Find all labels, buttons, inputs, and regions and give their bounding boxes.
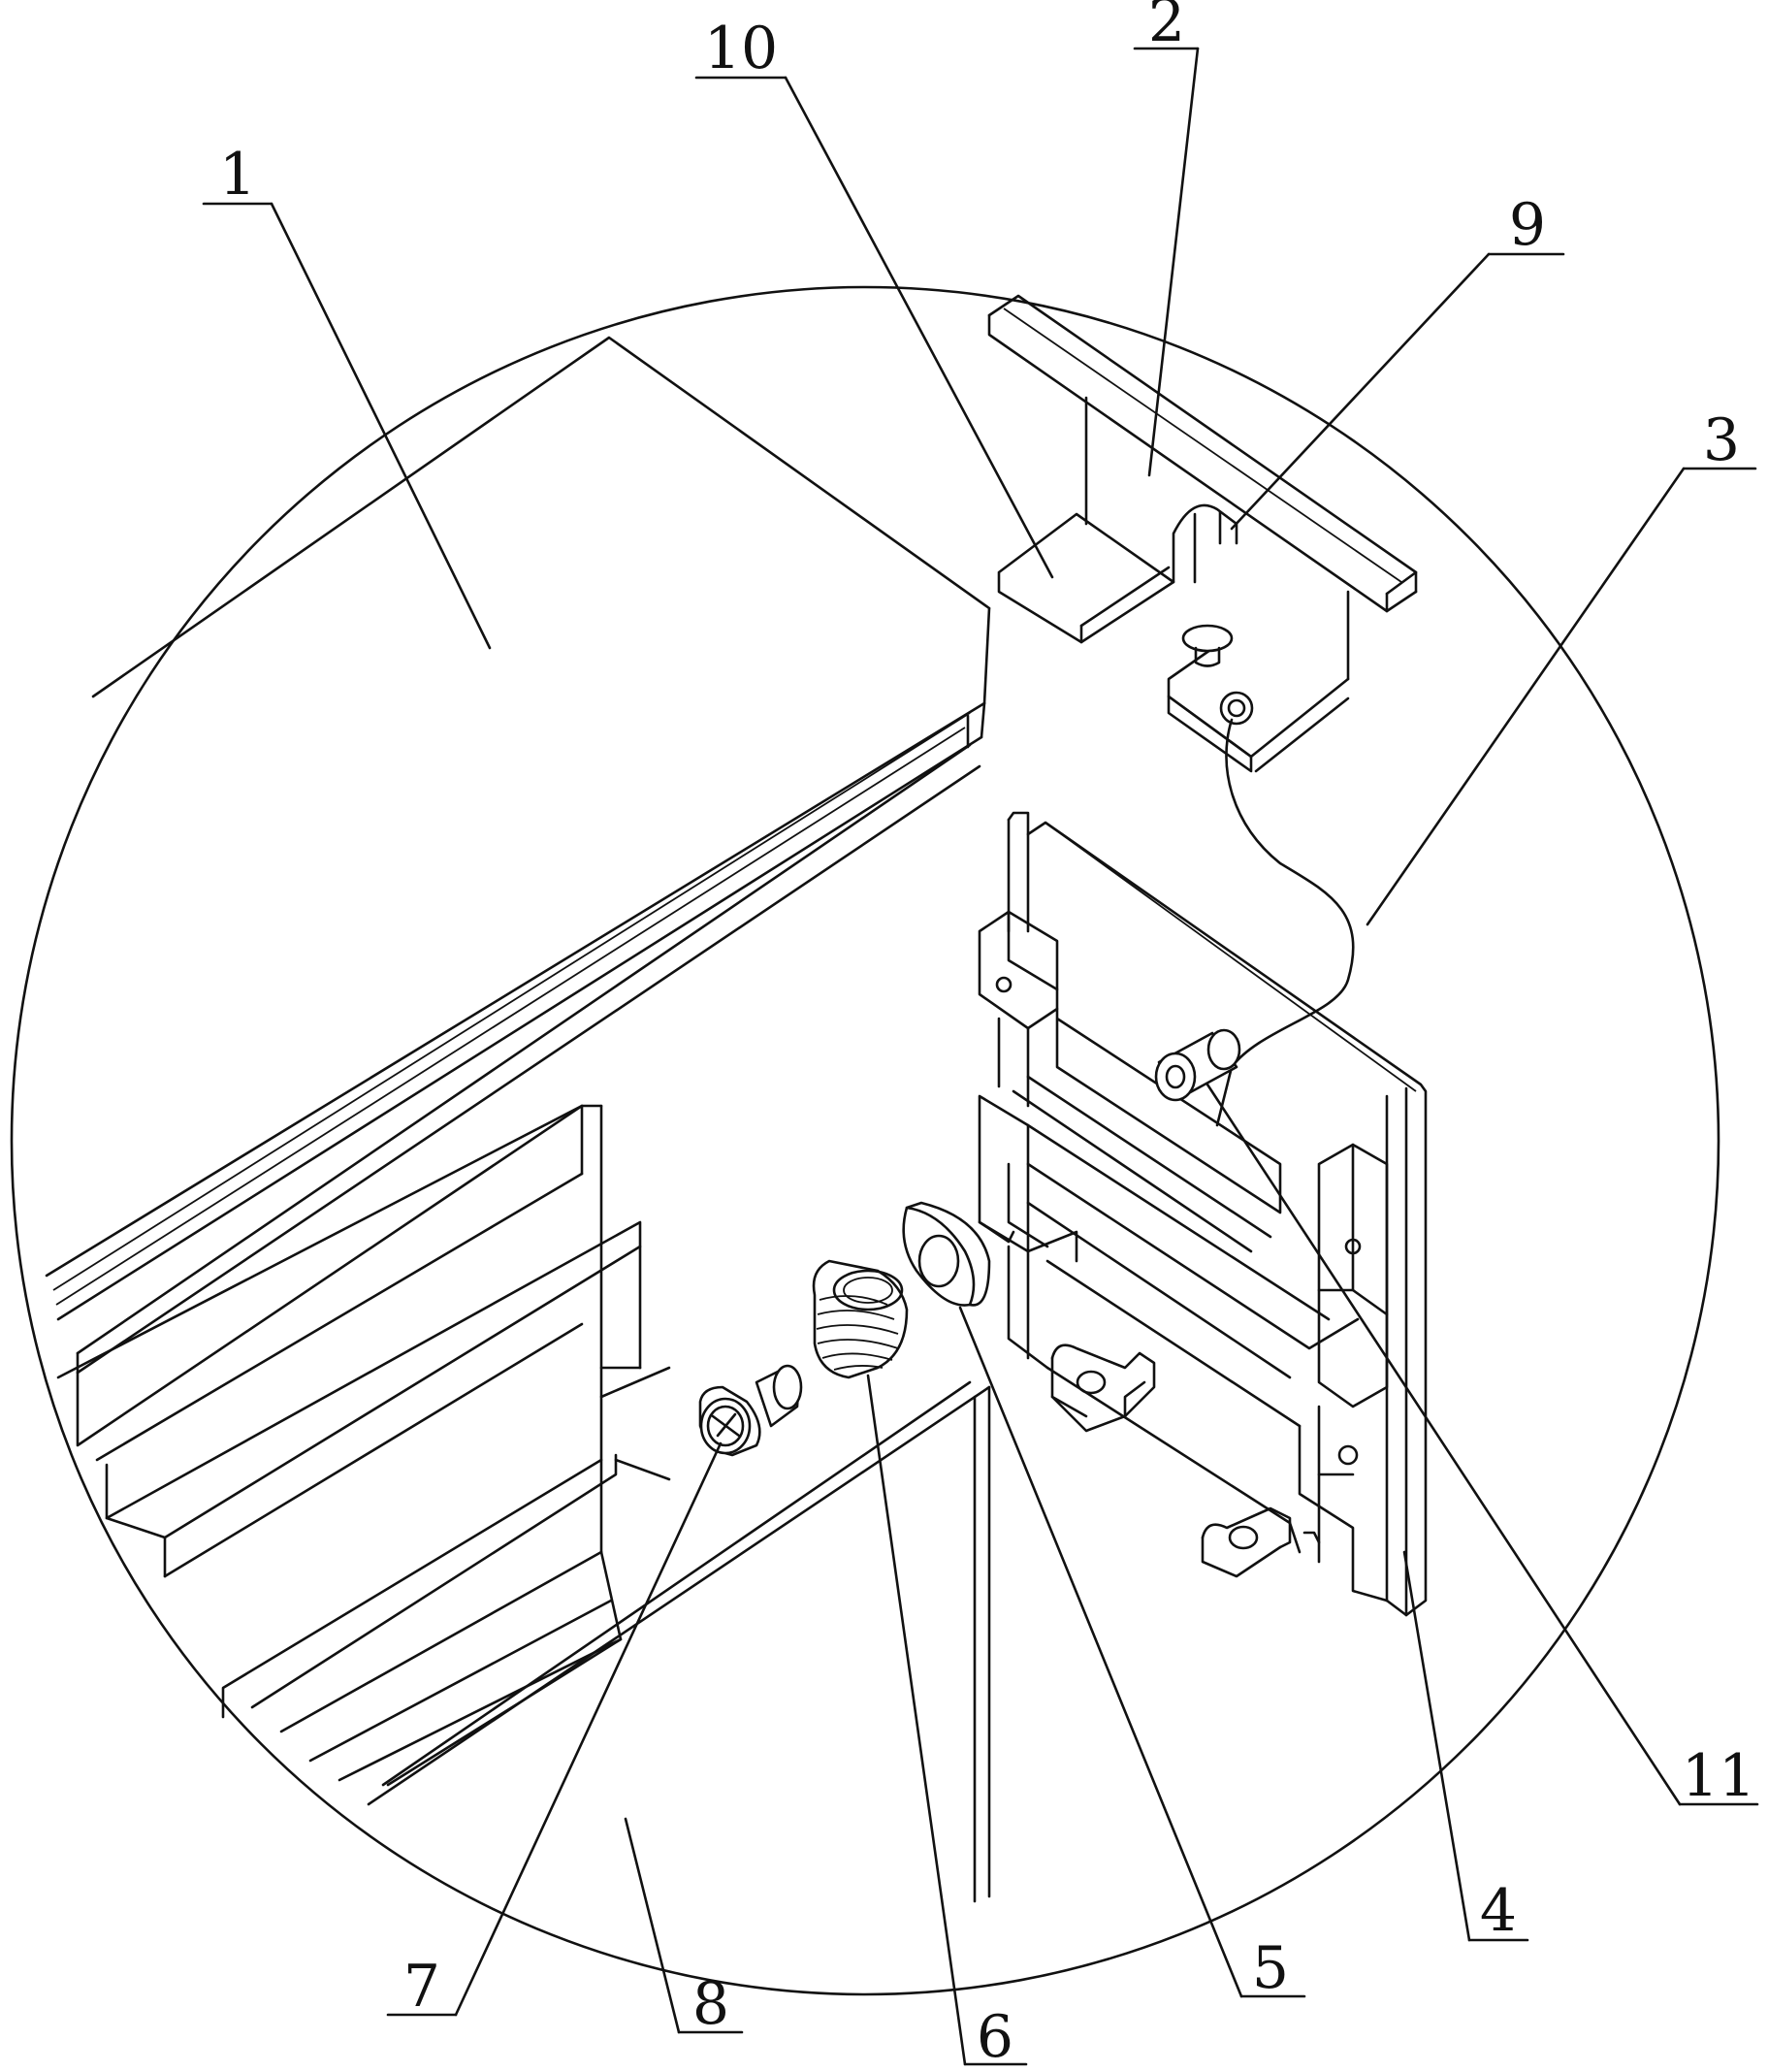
callout-7: 7 <box>403 1953 440 2021</box>
callout-3: 3 <box>1703 406 1740 474</box>
lower-profile-extrusion <box>58 1106 989 1901</box>
threaded-insert <box>814 1261 907 1377</box>
callout-labels: 1 2 3 4 5 6 7 8 9 10 11 <box>219 0 1755 2071</box>
callout-5: 5 <box>1252 1934 1289 2002</box>
mounting-plate <box>980 813 1426 1615</box>
top-bracket <box>989 296 1416 771</box>
callout-10: 10 <box>704 15 778 82</box>
ground-wire <box>1217 720 1353 1125</box>
callout-11: 11 <box>1682 1742 1755 1810</box>
upper-profile-rail <box>47 338 989 1373</box>
callout-1: 1 <box>219 141 256 209</box>
screw <box>700 1366 801 1455</box>
spring-washer <box>904 1203 989 1306</box>
callout-2: 2 <box>1148 0 1185 55</box>
callout-4: 4 <box>1480 1877 1517 1945</box>
callout-6: 6 <box>977 2003 1013 2071</box>
leader-lines <box>204 49 1757 2064</box>
callout-9: 9 <box>1509 191 1546 259</box>
callout-8: 8 <box>692 1970 729 2038</box>
